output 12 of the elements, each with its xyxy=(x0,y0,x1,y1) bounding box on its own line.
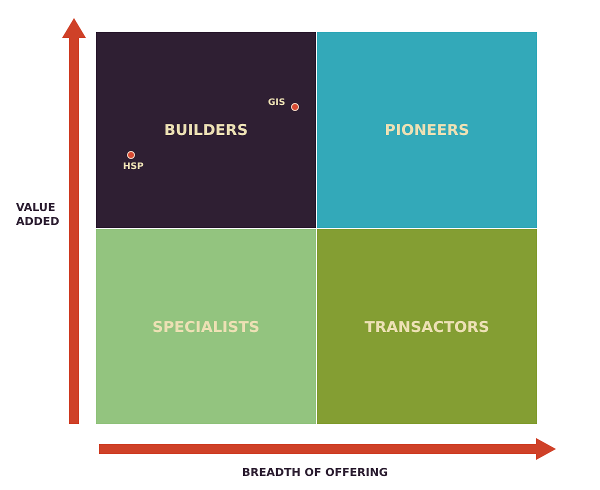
quadrant-label: SPECIALISTS xyxy=(152,318,260,336)
quadrant-label: TRANSACTORS xyxy=(364,318,490,336)
quadrant-box xyxy=(96,32,316,228)
quadrant-box xyxy=(317,229,537,424)
point-label: GIS xyxy=(268,98,286,108)
quadrant-label: BUILDERS xyxy=(164,121,248,139)
axis-label: BREADTH OF OFFERING xyxy=(242,466,389,480)
axis-label: VALUE ADDED xyxy=(16,201,60,228)
point-label: HSP xyxy=(123,162,144,172)
quadrant-label: PIONEERS xyxy=(384,121,470,139)
quadrant-box xyxy=(96,229,316,424)
quadrant-box xyxy=(317,32,537,228)
